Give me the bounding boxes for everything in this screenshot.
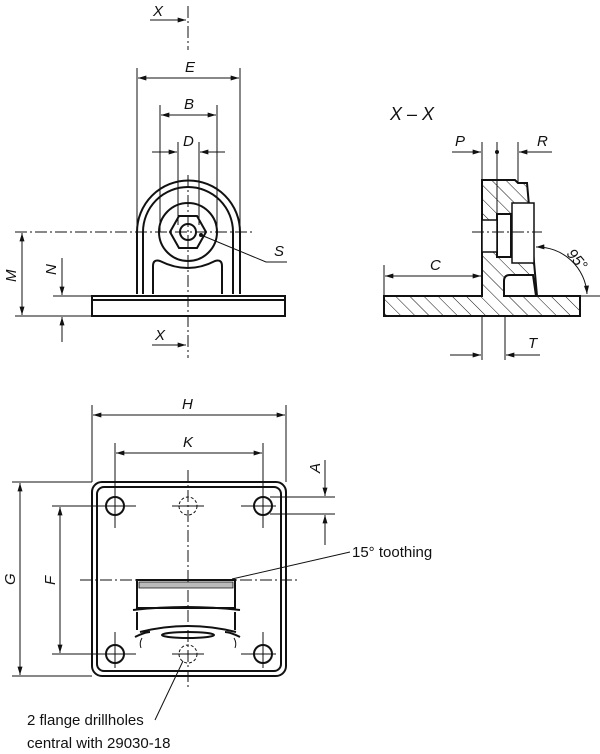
dim-S: S xyxy=(274,243,284,260)
section-label-bottom: X xyxy=(154,327,166,344)
dim-N: N xyxy=(43,264,60,275)
section-title: X – X xyxy=(389,104,435,124)
dim-A: A xyxy=(307,463,324,474)
bottom-view: H K A G F 15° toothing 2 flange drillhol… xyxy=(2,396,432,752)
dim-T: T xyxy=(528,335,539,352)
dim-G: G xyxy=(2,573,19,585)
note-drillholes-line1: 2 flange drillholes xyxy=(27,712,144,729)
note-drillholes-line2: central with 29030-18 xyxy=(27,735,170,752)
dim-C: C xyxy=(430,257,441,274)
dim-E: E xyxy=(185,59,196,76)
angle-95: 95° xyxy=(563,246,591,274)
dim-R: R xyxy=(537,133,548,150)
dim-M: M xyxy=(3,269,20,282)
section-label-top: X xyxy=(152,3,164,20)
note-toothing: 15° toothing xyxy=(352,544,432,561)
dim-P: P xyxy=(455,133,465,150)
dim-B: B xyxy=(184,96,194,113)
dim-K: K xyxy=(183,434,194,451)
dim-D: D xyxy=(183,133,194,150)
dim-H: H xyxy=(182,396,193,413)
dim-F: F xyxy=(42,575,59,585)
section-view: X – X P R C T 95° xyxy=(383,104,600,360)
front-view: X X E B D M N S xyxy=(3,3,287,358)
